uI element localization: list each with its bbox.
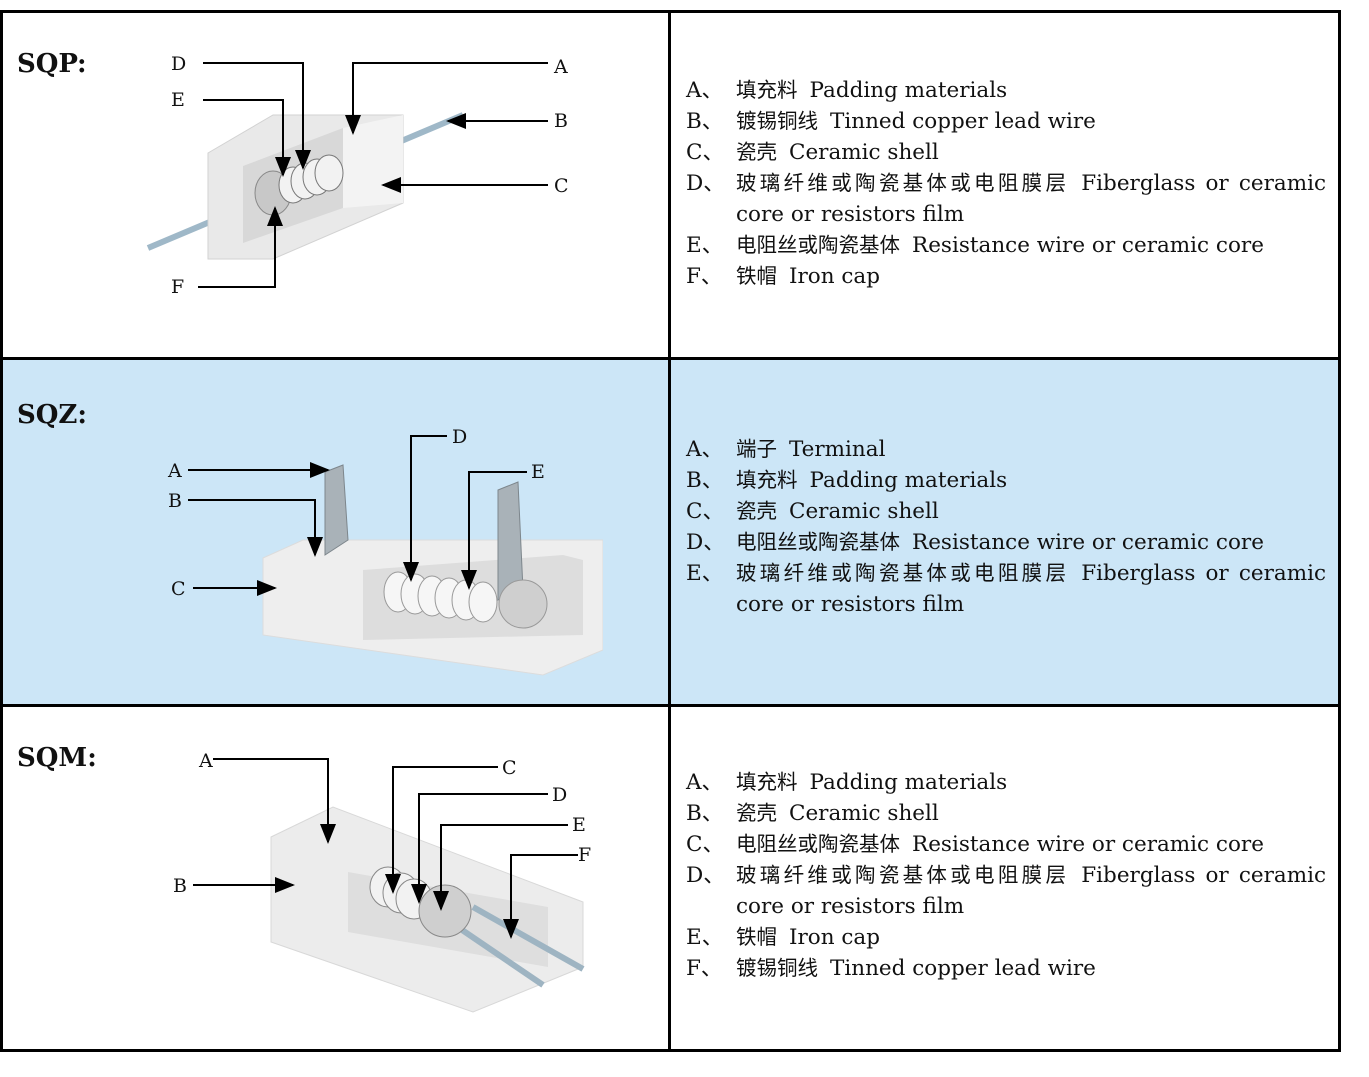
model-label: SQZ: <box>17 400 88 430</box>
callout-b: B <box>173 875 187 897</box>
model-label: SQP: <box>17 49 87 79</box>
callout-c: C <box>171 578 186 600</box>
callout-a: A <box>167 460 182 482</box>
terminal <box>324 464 524 601</box>
callout-d: D <box>452 426 467 448</box>
callout-e: E <box>531 461 545 483</box>
sqm-diagram: A B C D E F <box>173 750 591 1013</box>
callout-c: C <box>502 757 517 779</box>
callout-c: C <box>554 175 569 197</box>
sqp-diagram: D E A B C F <box>146 53 569 298</box>
callout-f: F <box>171 276 184 298</box>
callout-a: A <box>553 56 568 78</box>
sqz-diagram: A B C D E <box>167 426 603 676</box>
callout-f: F <box>578 844 591 866</box>
row-sqm: SQM: <box>3 707 1338 1049</box>
model-label: SQM: <box>17 743 97 773</box>
callout-d: D <box>171 53 186 75</box>
callout-e: E <box>171 89 185 111</box>
column-divider <box>668 13 671 1049</box>
component-table: SQP: <box>0 10 1341 1052</box>
callout-b: B <box>168 490 182 512</box>
callout-d: D <box>552 784 567 806</box>
resistance-coil <box>383 571 548 629</box>
callout-a: A <box>198 750 213 772</box>
callout-e: E <box>572 814 586 836</box>
callout-b: B <box>554 110 568 132</box>
